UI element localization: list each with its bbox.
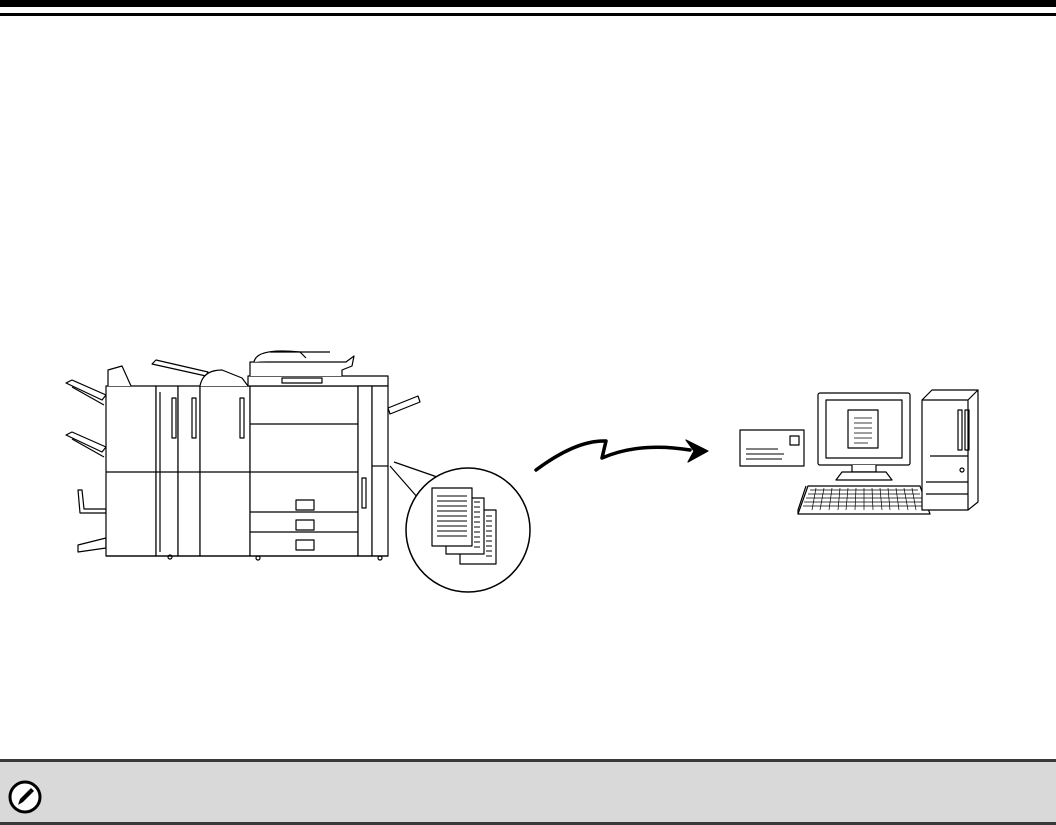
email-envelope-icon [740, 430, 804, 466]
transmission-arrow-icon [536, 440, 708, 470]
scan-to-email-illustration [0, 330, 1056, 610]
header-rule-thick [0, 0, 1056, 7]
header-rule-thin [0, 13, 1056, 16]
pencil-icon [8, 780, 42, 814]
note-box [0, 759, 1056, 825]
desktop-computer-icon [798, 390, 978, 514]
printer-machine-icon [66, 351, 420, 560]
document-stack-icon [390, 462, 530, 592]
